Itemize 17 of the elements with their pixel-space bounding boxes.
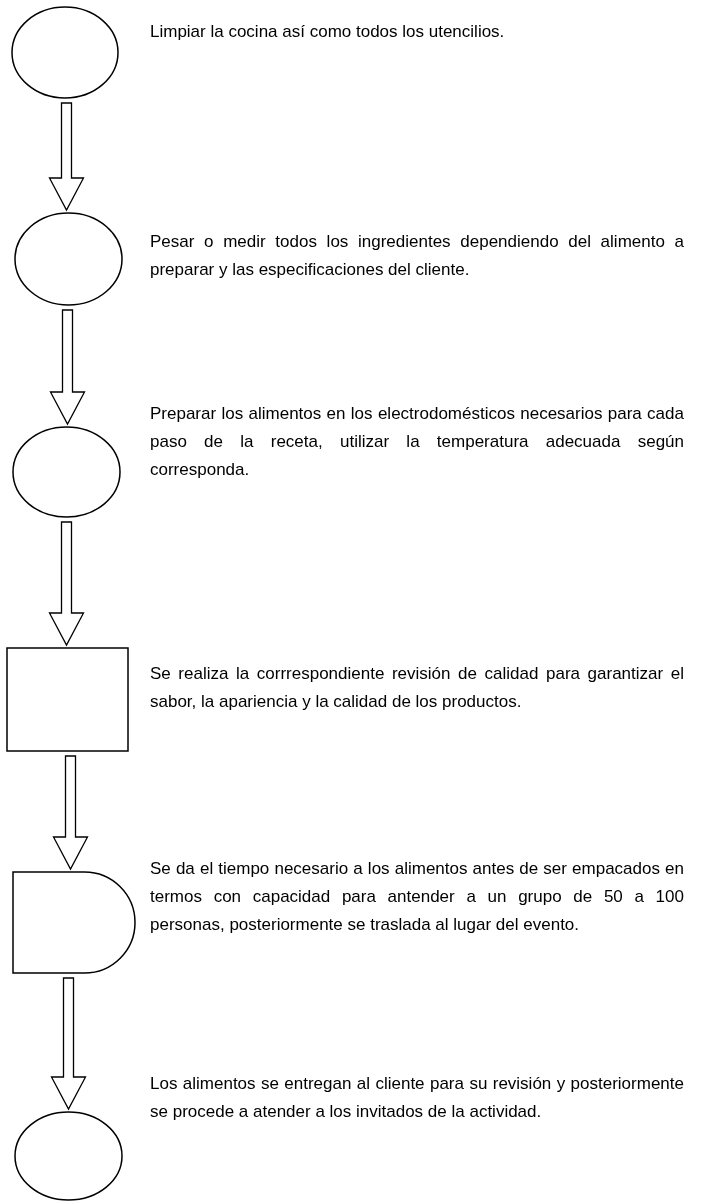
step-description: Los alimentos se entregan al cliente para su revisión y posteriormente se procede a atender a los invitados de la actividad. [150,1073,684,1123]
delay-symbol [13,872,135,973]
step-description: Pesar o medir todos los ingredientes dependiendo del alimento a preparar y las especificaciones del cliente. [150,231,684,281]
operation-circle [15,213,122,305]
step-description: Limpiar la cocina así como todos los utencilios. [150,21,506,43]
step-description: Preparar los alimentos en los electrodomésticos necesarios para cada paso de la receta, utilizar la temperatura adecuada según corresponda. [150,403,684,481]
block-arrow [52,755,89,871]
block-arrow [50,977,87,1111]
block-arrow [48,102,85,212]
operation-circle [15,1112,122,1200]
operation-circle [12,7,118,98]
inspection-rectangle [7,648,128,751]
step-description: Se da el tiempo necesario a los alimentos antes de ser empacados en termos con capacidad para antender a un grupo de 50 a 100 personas, posteriormente se traslada al lugar del evento. [150,858,684,936]
step-description: Se realiza la corrrespondiente revisión de calidad para garantizar el sabor, la apariencia y la calidad de los productos. [150,663,684,713]
operation-circle [13,427,120,517]
block-arrow [49,309,86,426]
block-arrow [48,521,85,647]
